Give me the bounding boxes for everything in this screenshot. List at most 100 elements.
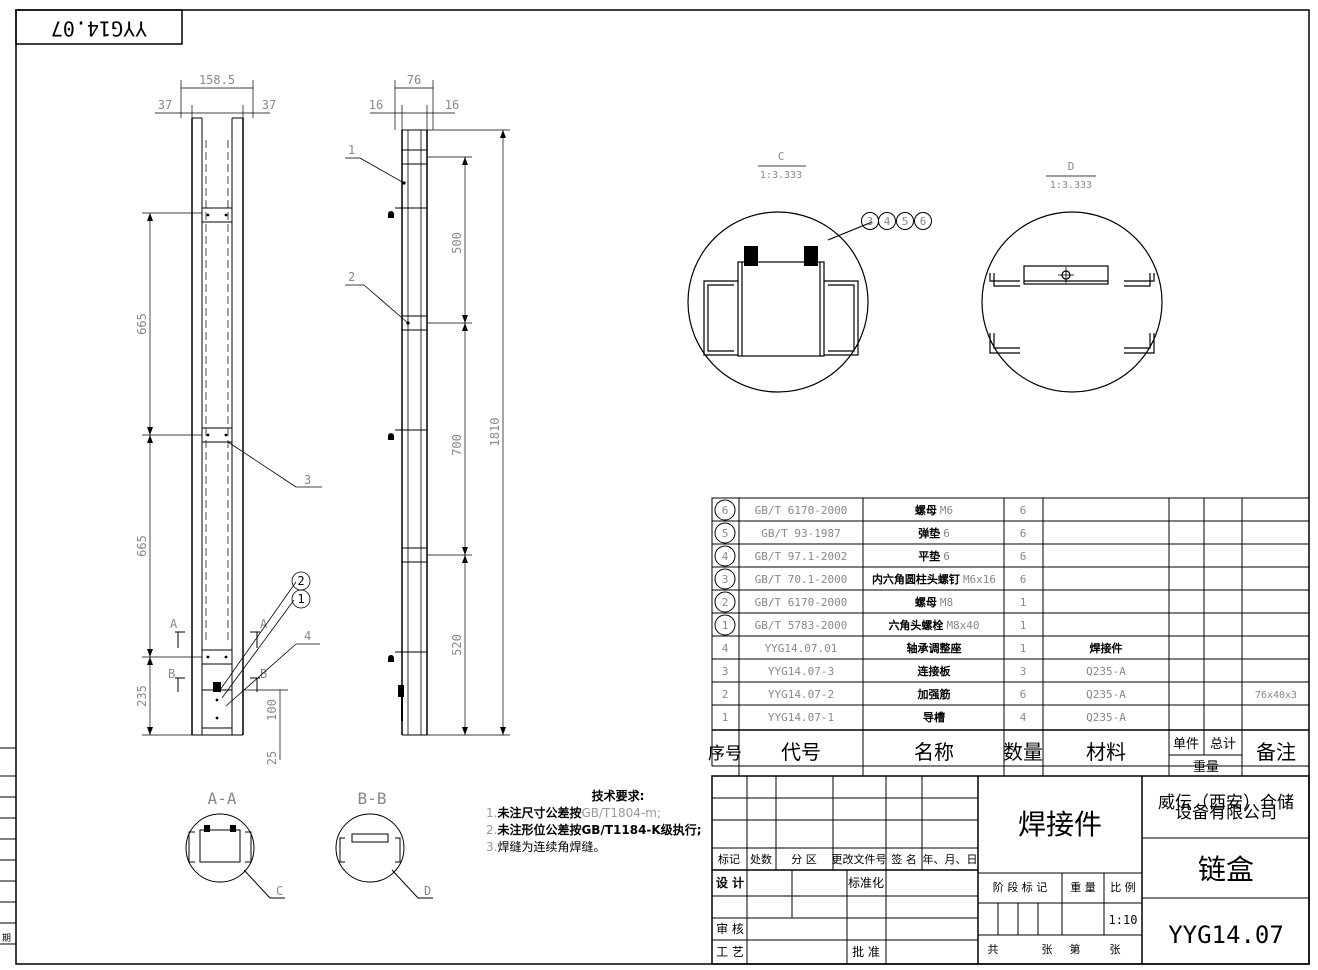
front-view <box>191 117 244 736</box>
bom-header-total: 总计 <box>1210 737 1236 752</box>
bom-cell-seq: 1 <box>722 711 729 724</box>
bom-cell-seq: 4 <box>722 642 729 655</box>
bom-cell-code: GB/T 6170-2000 <box>755 504 848 517</box>
detail-c-balloons <box>861 212 932 230</box>
bom-header-weight: 重量 <box>1193 759 1219 775</box>
bom-cell-code: GB/T 6170-2000 <box>755 596 848 609</box>
bom-grid <box>711 497 1310 776</box>
side-view-details <box>388 181 410 721</box>
front-dim-100: 100 <box>265 699 279 721</box>
bom-header-note: 备注 <box>1256 740 1296 764</box>
front-dim-lower-span: 665 <box>135 535 149 557</box>
front-leader-4: 4 <box>304 629 311 643</box>
tb-label-sheets: 张 <box>1042 943 1053 956</box>
tb-label-review: 审 核 <box>716 921 744 936</box>
section-bb-detail-mark: D <box>424 884 431 898</box>
front-dim-25: 25 <box>265 751 279 765</box>
bom-cell-seq: 6 <box>722 504 729 517</box>
flipped-number-box <box>15 9 183 45</box>
bom-cell-seq: 2 <box>722 596 729 609</box>
margin-label: 期 <box>2 933 11 944</box>
tb-label-sign: 签 名 <box>891 852 917 866</box>
tb-label-date: 年、月、日 <box>923 852 978 866</box>
bom-cell-name-text: 加强筋 <box>917 687 951 701</box>
side-dim-right-offset: 16 <box>445 98 459 112</box>
bom-cell-name-text: 导槽 <box>923 710 945 724</box>
tb-label-no: 第 <box>1070 942 1081 956</box>
front-dim-right-offset: 37 <box>262 98 276 112</box>
bom-cell-qty: 4 <box>1020 711 1027 724</box>
front-dim-width: 158.5 <box>199 73 235 87</box>
bom-cell-spec: M8 <box>940 596 953 609</box>
tb-label-count: 处数 <box>750 853 772 866</box>
tech-line-1: 1.未注尺寸公差按GB/T1804-m; <box>486 806 661 820</box>
title-part-name: 链盒 <box>1198 853 1254 886</box>
side-dim-width: 76 <box>407 73 421 87</box>
bom-cell-code: YYG14.07-2 <box>768 688 834 701</box>
section-aa-label: A-A <box>208 789 237 808</box>
bom-cell-material: Q235-A <box>1086 688 1126 701</box>
side-view-dim-arrows <box>462 130 506 735</box>
bom-header-material: 材料 <box>1086 740 1126 764</box>
bom-cell-note: 76x40x3 <box>1255 690 1297 701</box>
bom-cell-name: 轴承调整座 <box>907 641 962 655</box>
detail-c-title: C <box>778 150 785 163</box>
bom-cell-qty: 6 <box>1020 527 1027 540</box>
detail-c-bolts <box>744 246 818 266</box>
section-bb-label: B-B <box>358 789 387 808</box>
bom-cell-name-text: 弹垫 <box>918 526 940 540</box>
bom-cell-code: GB/T 70.1-2000 <box>755 573 848 586</box>
title-material: 焊接件 <box>1018 808 1102 841</box>
tb-label-total: 共 <box>988 943 999 956</box>
bom-cell-qty: 3 <box>1020 665 1027 678</box>
bom-cell-name: 导槽 <box>923 710 945 724</box>
front-leaders <box>219 441 322 707</box>
bom-cell-name: 连接板 <box>918 664 952 678</box>
title-block-grid <box>711 775 1310 965</box>
bom-cell-qty: 1 <box>1020 619 1027 632</box>
front-dim-left-offset: 37 <box>158 98 172 112</box>
front-balloon-1: 1 <box>297 592 304 606</box>
bom-cell-seq: 1 <box>722 619 729 632</box>
drawing-border <box>15 9 1310 965</box>
section-b-right: B <box>260 667 267 681</box>
bom-cell-seq: 5 <box>722 527 729 540</box>
bom-cell-seq: 3 <box>722 573 729 586</box>
side-dim-top-segment: 500 <box>450 232 464 254</box>
section-cut-marks <box>175 631 260 692</box>
tb-label-mark: 标记 <box>718 852 740 866</box>
detail-c-balloon-3: 3 <box>867 215 874 228</box>
bom-cell-name-text: 螺母 <box>915 595 937 609</box>
bom-cell-seq: 3 <box>722 665 729 678</box>
tb-label-doc: 更改文件号 <box>832 852 887 866</box>
side-dim-mid-segment: 700 <box>450 434 464 456</box>
bom-header-unit: 单件 <box>1173 737 1199 752</box>
detail-c-balloon-5: 5 <box>902 215 909 228</box>
front-view-bolts <box>206 213 228 720</box>
title-drawing-number: YYG14.07 <box>1168 921 1284 949</box>
tech-line-2: 2.未注形位公差按GB/T1184-K级执行; <box>486 823 702 837</box>
tb-label-stage: 阶 段 标 记 <box>993 880 1048 894</box>
tb-label-weight: 重 量 <box>1070 880 1096 894</box>
bom-cell-qty: 1 <box>1020 596 1027 609</box>
bom-cell-spec: M6x16 <box>963 573 996 586</box>
tech-heading: 技术要求: <box>591 789 645 803</box>
tb-label-design: 设 计 <box>716 875 744 890</box>
detail-d-title: D <box>1068 160 1075 173</box>
bom-cell-name-text: 六角头螺栓 <box>888 618 943 632</box>
section-a-right: A <box>260 617 268 631</box>
bom-cell-material: 焊接件 <box>1090 641 1123 655</box>
detail-c-scale: 1:3.333 <box>760 170 802 181</box>
bom-cell-qty: 6 <box>1020 573 1027 586</box>
bom-header-name: 名称 <box>914 740 954 764</box>
detail-c-balloon-6: 6 <box>920 215 927 228</box>
tb-label-process: 工 艺 <box>716 945 744 959</box>
bom-cell-name-text: 轴承调整座 <box>907 641 962 655</box>
bom-cell-seq: 2 <box>722 688 729 701</box>
tb-label-zone: 分 区 <box>791 853 817 866</box>
